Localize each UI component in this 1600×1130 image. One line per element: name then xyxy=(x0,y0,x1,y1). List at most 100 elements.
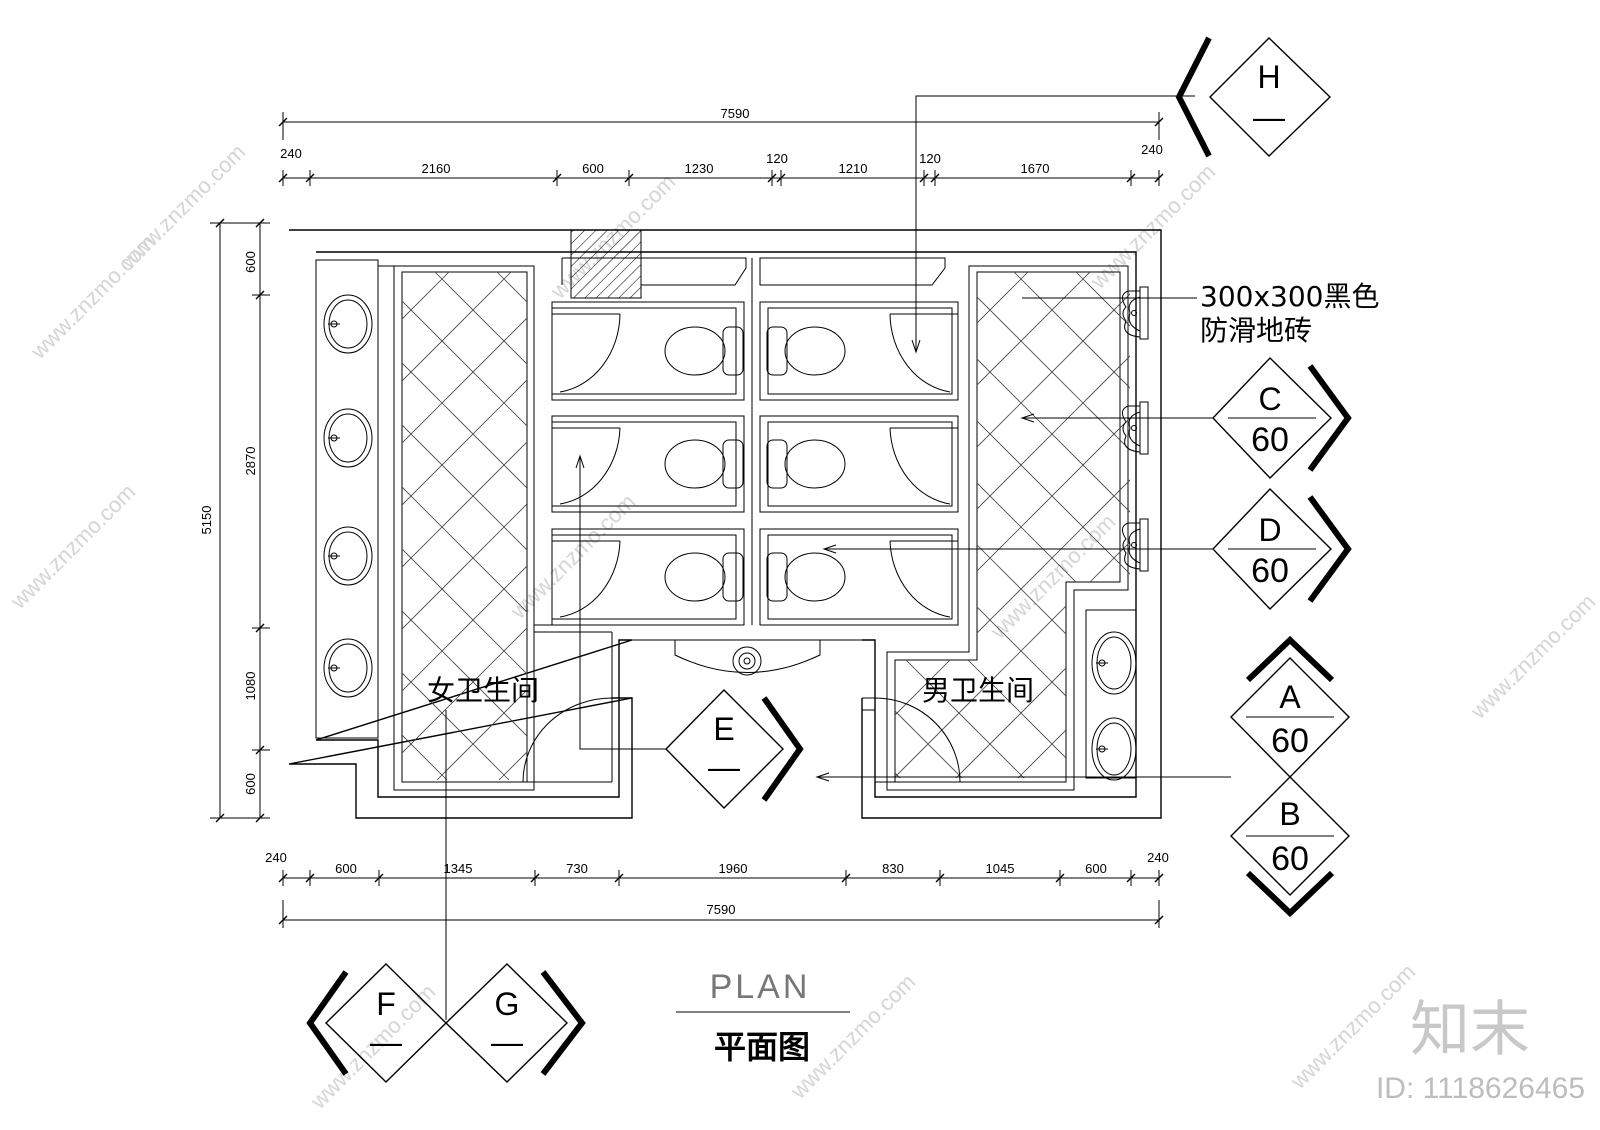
urinal-plate xyxy=(1139,401,1149,455)
toilet-tank xyxy=(766,326,788,376)
tile-line xyxy=(402,424,527,551)
dim-bottom-seg: 1045 xyxy=(986,861,1015,876)
tile-line xyxy=(1117,272,1600,782)
toilet-tank xyxy=(722,326,744,376)
section-marker-a[interactable]: A 60 xyxy=(1230,635,1350,778)
drawing-title: PLAN 平面图 xyxy=(676,968,850,1066)
marker-letter: D xyxy=(1258,512,1281,548)
tile-line xyxy=(807,272,1317,782)
dim-tick-slash xyxy=(255,745,265,755)
tile-line xyxy=(402,610,527,737)
dim-tick-slash xyxy=(919,173,929,183)
dim-tick-slash xyxy=(530,873,540,883)
toilet-bowl xyxy=(664,439,726,489)
toilet-bowl xyxy=(664,326,726,376)
stall-right xyxy=(759,528,959,626)
dim-tick-slash xyxy=(552,173,562,183)
section-marker-c[interactable]: C 60 xyxy=(1212,357,1352,479)
marker-sheet: — xyxy=(491,1024,523,1060)
tile-line xyxy=(993,272,1503,782)
section-marker-e[interactable]: E — xyxy=(665,689,804,809)
toilet-tank xyxy=(722,439,744,489)
marker-letter: F xyxy=(376,986,396,1022)
toilet-stalls xyxy=(551,258,959,626)
marker-sheet: 60 xyxy=(1251,552,1289,590)
dim-top-seg: 120 xyxy=(919,151,941,166)
stall-right-inner xyxy=(767,421,953,507)
marker-letter: C xyxy=(1258,381,1281,417)
title-cn: 平面图 xyxy=(714,1028,810,1066)
stall-door-left xyxy=(552,540,621,618)
tile-line xyxy=(402,317,527,444)
urinal xyxy=(1122,290,1141,338)
dim-tick-slash xyxy=(255,218,265,228)
dim-top-seg: 2160 xyxy=(422,161,451,176)
tile-line xyxy=(1324,272,1600,782)
dim-tick-slash xyxy=(305,173,315,183)
dim-tick-slash xyxy=(255,290,265,300)
dim-tick-slash xyxy=(776,173,786,183)
marker-letter: G xyxy=(495,986,520,1022)
note-line-2: 防滑地砖 xyxy=(1200,314,1312,347)
stall-left-inner xyxy=(551,534,737,620)
tile-line xyxy=(1572,272,1600,782)
watermark-text: www.znzmo.com xyxy=(505,489,640,624)
dim-top-seg: 120 xyxy=(766,151,788,166)
stall-right xyxy=(759,415,959,513)
tile-line xyxy=(1138,272,1600,782)
tile-line xyxy=(0,272,15,782)
tile-line xyxy=(402,672,510,780)
dim-tick-slash xyxy=(1154,873,1164,883)
marker-sheet: 60 xyxy=(1251,421,1289,459)
urinal xyxy=(1122,405,1141,453)
tile-line xyxy=(1117,272,1600,782)
section-marker-h[interactable]: H — xyxy=(1175,36,1332,158)
washbasin xyxy=(1091,717,1137,781)
section-marker-d[interactable]: D 60 xyxy=(1212,488,1352,610)
dim-bottom-total: 7590 xyxy=(707,902,736,917)
tile-line xyxy=(1324,272,1600,782)
planter-decor xyxy=(674,639,821,676)
dim-tick-slash xyxy=(1055,873,1065,883)
tile-line xyxy=(0,272,15,782)
dim-tick-slash xyxy=(255,623,265,633)
dim-tick-slash xyxy=(255,813,265,823)
dim-tick-slash xyxy=(1126,873,1136,883)
tile-line xyxy=(951,272,1130,778)
watermark-text: www.znzmo.com xyxy=(1085,159,1220,294)
stall-left-inner xyxy=(551,421,737,507)
marker-sheet: — xyxy=(708,749,740,785)
room-label-men: 男卫生间 xyxy=(922,674,1034,707)
tile-line xyxy=(434,272,527,365)
brand-watermark: 知末 xyxy=(1410,995,1530,1065)
dim-bottom-seg: 1960 xyxy=(719,861,748,876)
toilet-bowl xyxy=(784,439,846,489)
tile-line xyxy=(0,272,139,782)
tile-line xyxy=(1138,272,1600,782)
section-marker-g[interactable]: G — xyxy=(444,963,586,1083)
dim-left-seg: 600 xyxy=(243,773,258,795)
door-men xyxy=(862,697,961,783)
tile-line xyxy=(1262,272,1600,782)
door-women xyxy=(522,697,632,783)
stall-door-left xyxy=(552,313,621,393)
section-marker-f[interactable]: F — xyxy=(306,963,447,1083)
tile-line xyxy=(895,272,1029,778)
dim-tick-slash xyxy=(374,873,384,883)
section-marker-b[interactable]: B 60 xyxy=(1230,776,1350,918)
stall-right-inner xyxy=(767,307,953,395)
toilet-bowl xyxy=(784,326,846,376)
dim-top-seg: 240 xyxy=(280,146,302,161)
dim-bottom-seg: 830 xyxy=(882,861,904,876)
watermark-text: www.znzmo.com xyxy=(985,509,1120,644)
stall-right xyxy=(759,301,959,401)
dim-left-seg: 2870 xyxy=(243,447,258,476)
left-dimensions: 5150 600 2870 1080 600 xyxy=(199,218,270,823)
washbasin xyxy=(323,294,373,354)
stall-left xyxy=(551,415,745,513)
stall-door-right xyxy=(889,427,958,505)
dim-bottom-seg: 240 xyxy=(1147,850,1169,865)
dim-top-total: 7590 xyxy=(721,106,750,121)
dim-top-seg: 1670 xyxy=(1021,161,1050,176)
